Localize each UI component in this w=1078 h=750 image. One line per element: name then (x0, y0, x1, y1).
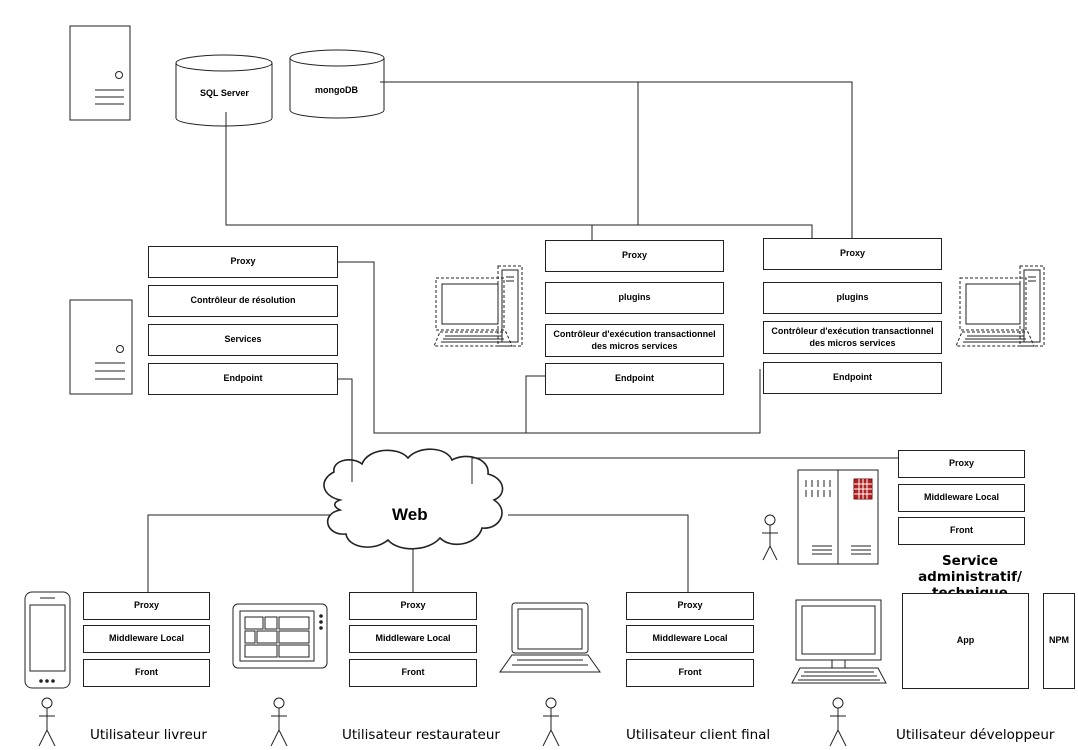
server-icon (69, 25, 131, 121)
restaurateur-proxy-box: Proxy (349, 592, 477, 620)
client-proxy-box: Proxy (626, 592, 754, 620)
developer-caption: Utilisateur développeur (896, 727, 1055, 743)
person-icon (762, 514, 778, 561)
restaurateur-caption: Utilisateur restaurateur (342, 727, 500, 743)
person-icon (38, 697, 56, 747)
restaurateur-middleware-box: Middleware Local (349, 625, 477, 653)
restaurateur-front-box: Front (349, 659, 477, 687)
smartphone-icon (24, 591, 71, 689)
server-endpoint-box: Endpoint (148, 363, 338, 395)
micro-a-controller-box: Contrôleur d'exécution transactionnel de… (545, 324, 724, 357)
server-proxy-box: Proxy (148, 246, 338, 278)
micro-a-plugins-box: plugins (545, 282, 724, 314)
person-icon (542, 697, 560, 747)
database-icon (289, 49, 385, 119)
developer-app-box: App (902, 593, 1029, 689)
admin-middleware-box: Middleware Local (898, 484, 1025, 512)
client-middleware-box: Middleware Local (626, 625, 754, 653)
mongodb-label: mongoDB (315, 85, 358, 95)
desktop-computer-icon (955, 265, 1045, 347)
person-icon (829, 697, 847, 747)
client-front-box: Front (626, 659, 754, 687)
developer-npm-box: NPM (1043, 593, 1075, 689)
person-icon (270, 697, 288, 747)
micro-b-plugins-box: plugins (763, 282, 942, 314)
sql-server-label: SQL Server (200, 88, 249, 98)
micro-b-endpoint-box: Endpoint (763, 362, 942, 394)
livreur-proxy-box: Proxy (83, 592, 210, 620)
micro-a-endpoint-box: Endpoint (545, 363, 724, 395)
admin-server-icon (797, 469, 879, 565)
livreur-middleware-box: Middleware Local (83, 625, 210, 653)
resolution-controller-box: Contrôleur de résolution (148, 285, 338, 317)
connector-lines (147, 81, 898, 592)
server-icon (69, 299, 133, 395)
services-box: Services (148, 324, 338, 356)
database-icon (175, 54, 273, 127)
admin-front-box: Front (898, 517, 1025, 545)
livreur-caption: Utilisateur livreur (90, 727, 207, 743)
admin-proxy-box: Proxy (898, 450, 1025, 478)
desktop-monitor-icon (791, 599, 887, 684)
livreur-front-box: Front (83, 659, 210, 687)
micro-b-proxy-box: Proxy (763, 238, 942, 270)
tablet-icon (232, 603, 328, 669)
micro-b-controller-box: Contrôleur d'exécution transactionnel de… (763, 321, 942, 354)
micro-a-proxy-box: Proxy (545, 240, 724, 272)
desktop-computer-icon (433, 265, 523, 347)
admin-keypad-icon (853, 478, 873, 500)
web-label: Web (392, 505, 428, 524)
client-caption: Utilisateur client final (626, 727, 771, 743)
cloud-icon (323, 448, 504, 550)
laptop-icon (499, 602, 601, 673)
